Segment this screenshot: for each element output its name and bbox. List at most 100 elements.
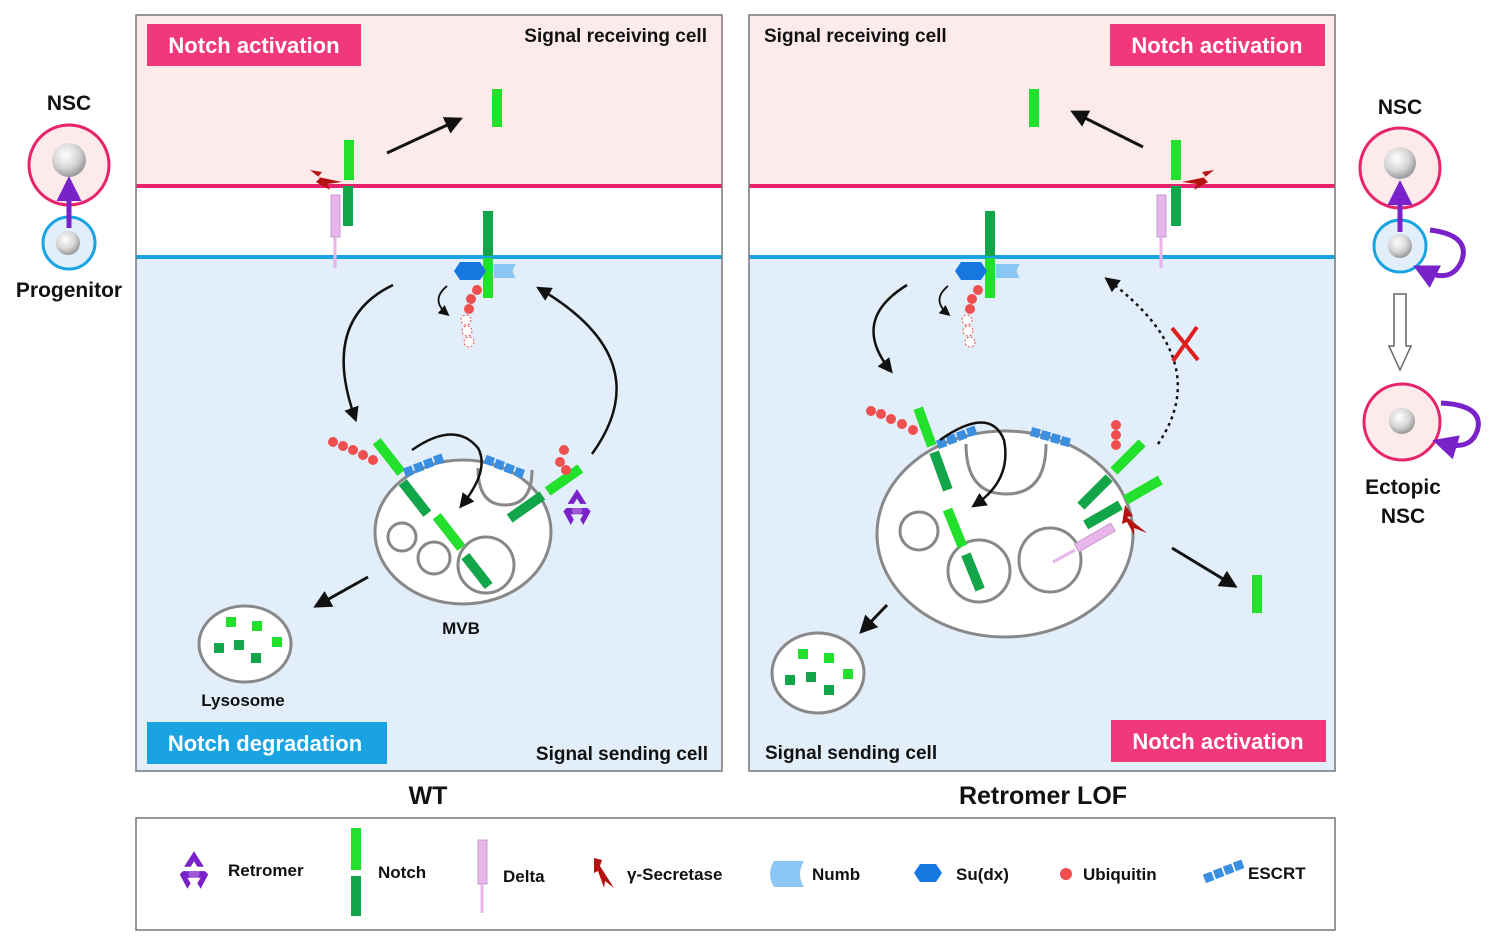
gamma-secretase-icon [1122, 505, 1147, 535]
delta-tail [1052, 548, 1076, 564]
wt-gap [136, 186, 722, 257]
sudx-icon [955, 262, 987, 280]
legend-label-gamma-secretase: γ-Secretase [627, 865, 722, 884]
wt-sending-label: Signal sending cell [536, 744, 708, 765]
intraluminal-vesicle [416, 540, 452, 576]
inhibition-x-icon [1170, 325, 1200, 363]
legend-label-sudx: Su(dx) [956, 865, 1009, 884]
legend-box [135, 817, 1336, 931]
notch-ecd [1110, 439, 1146, 475]
notch-icd [1171, 186, 1181, 226]
right-nsc-schematic: NSC Ectopic NSC [1358, 96, 1481, 528]
progenitor-nucleus [56, 231, 80, 255]
intraluminal-vesicle [946, 538, 1012, 604]
legend-label-retromer: Retromer [228, 861, 304, 880]
lysosome-label: Lysosome [201, 691, 284, 710]
notch-ecd [1123, 475, 1163, 505]
notch-icd [1083, 500, 1123, 530]
nsc-label: NSC [1378, 96, 1422, 119]
lof-notch-activation-badge-bottom [1111, 720, 1326, 762]
invagination-arrow [411, 433, 483, 509]
deubiquitination-arrow [437, 285, 450, 317]
escrt-complex [402, 453, 526, 479]
lysosome [197, 604, 293, 684]
legend: Retromer Notch Delta γ-Secretase Numb Su… [135, 817, 1336, 931]
release-arrow [1171, 546, 1238, 588]
gamma-secretase-icon [594, 858, 614, 888]
notch-icd [985, 258, 995, 298]
notch-ecd [985, 211, 995, 256]
notch-icd [483, 258, 493, 298]
notch-ecd [483, 211, 493, 256]
release-arrow [386, 117, 463, 155]
ectopic-nsc-nucleus [1389, 408, 1415, 434]
ubiquitin-chain [328, 437, 571, 475]
intraluminal-vesicle [898, 510, 940, 552]
recycling-arrow [536, 286, 618, 455]
intraluminal-vesicle [1017, 526, 1083, 594]
sudx-icon [454, 262, 486, 280]
wt-notch-activation-text: Notch activation [168, 33, 339, 58]
self-renewal-arrow [1413, 227, 1466, 288]
lof-receiving-label: Signal receiving cell [764, 26, 947, 47]
wt-notch-degradation-text: Notch degradation [168, 731, 362, 756]
delta-protein [330, 194, 341, 238]
gamma-secretase-icon [310, 170, 342, 190]
notch-ecd [544, 464, 584, 496]
left-nsc-schematic: NSC Progenitor [16, 92, 122, 302]
mvb-invagination [964, 443, 1048, 496]
delta-protein [1073, 522, 1116, 553]
endocytosis-arrow [342, 283, 394, 423]
ectopic-label-line2: NSC [1381, 505, 1425, 528]
deubiquitination-arrow [938, 285, 951, 317]
legend-label-delta: Delta [503, 867, 545, 886]
notch-ecd [942, 507, 968, 549]
degradation-arrow [859, 603, 889, 634]
notch-ecd [344, 140, 354, 180]
degraded-notch-fragments [785, 649, 853, 695]
blocked-recycling-arrow [1104, 277, 1180, 445]
notch-icd [506, 491, 546, 523]
cleaved-notch [1029, 89, 1039, 127]
ectopic-label-line1: Ectopic [1365, 476, 1441, 499]
notch-ecd [372, 438, 406, 476]
legend-label-numb: Numb [812, 865, 860, 884]
ubiquitin-icon [1060, 868, 1072, 880]
wt-notch-activation-badge [147, 24, 361, 66]
ubiquitin-chain [961, 285, 983, 348]
legend-label-notch: Notch [378, 863, 426, 882]
legend-label-escrt: ESCRT [1248, 864, 1306, 883]
numb-icon [770, 861, 804, 887]
notch-icd [1077, 474, 1113, 510]
invagination-arrow [939, 421, 1007, 508]
transition-arrow [1387, 293, 1413, 372]
notch-icd [961, 552, 985, 592]
intraluminal-vesicle [456, 535, 516, 595]
notch-icd [461, 552, 493, 590]
delta-protein [1156, 194, 1167, 238]
wt-panel-border [135, 14, 723, 772]
cleaved-notch [1252, 575, 1262, 613]
notch-icon [351, 828, 361, 916]
notch-ecd [913, 406, 937, 448]
notch-icd [398, 479, 432, 517]
notch-icd [929, 450, 953, 492]
lof-panel-border [748, 14, 1336, 772]
progenitor-label: Progenitor [16, 279, 122, 302]
escrt-complex [935, 425, 1071, 450]
lysosome [770, 631, 866, 715]
progenitor-nucleus [1388, 234, 1412, 258]
nsc-label: NSC [47, 92, 91, 115]
endocytosis-arrow [872, 283, 908, 374]
nsc-nucleus [1384, 147, 1416, 179]
release-arrow [1070, 110, 1144, 149]
mvb-invagination [476, 467, 534, 507]
cleaved-notch [492, 89, 502, 127]
self-renewal-arrow [1432, 400, 1481, 460]
degradation-arrow [313, 575, 369, 608]
wt-notch-degradation-badge [147, 722, 387, 764]
nsc-nucleus [52, 143, 86, 177]
lof-notch-activation-text: Notch activation [1131, 33, 1302, 58]
lof-notch-activation-text-bottom: Notch activation [1132, 729, 1303, 754]
